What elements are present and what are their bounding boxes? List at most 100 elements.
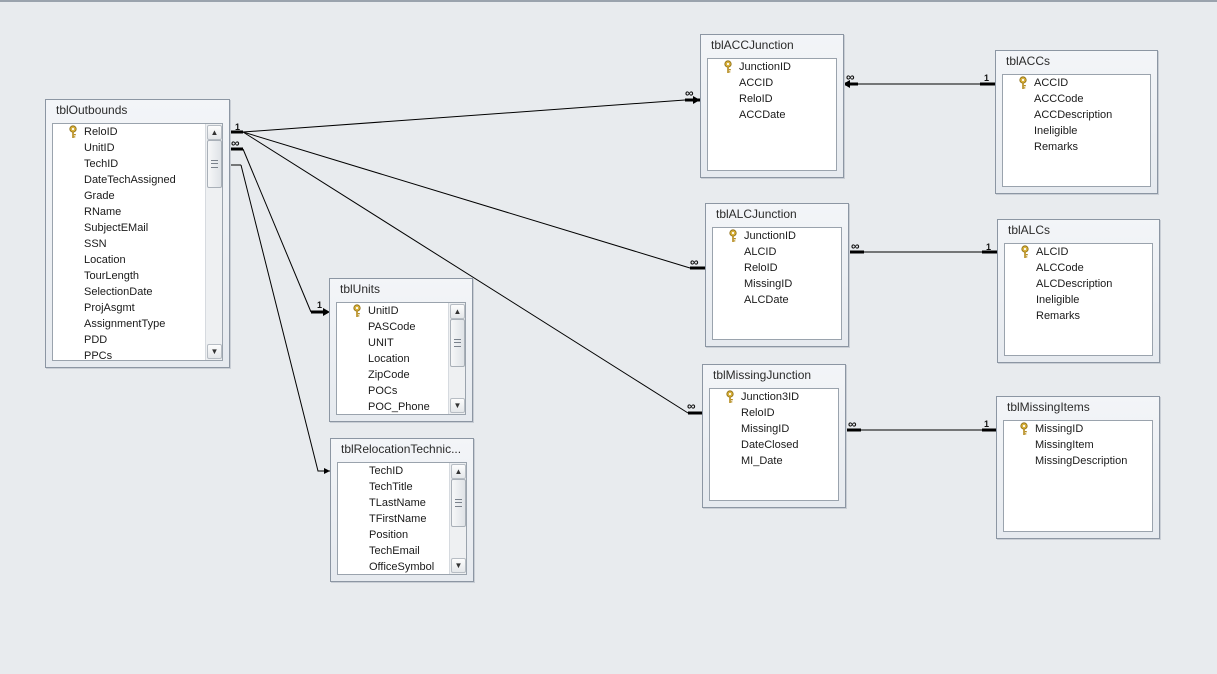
vertical-scrollbar[interactable]: ▲▼ (448, 303, 465, 414)
table-title[interactable]: tblMissingItems (1007, 400, 1090, 414)
field-item[interactable]: JunctionID (708, 59, 836, 75)
field-item[interactable]: DateTechAssigned (53, 172, 205, 188)
table-title[interactable]: tblALCs (1008, 223, 1051, 237)
field-item[interactable]: ACCDate (708, 107, 836, 123)
field-item[interactable]: Remarks (1003, 139, 1150, 155)
field-item[interactable]: UnitID (337, 303, 448, 319)
scroll-up-icon[interactable]: ▲ (451, 464, 466, 479)
scroll-up-icon[interactable]: ▲ (207, 125, 222, 140)
field-item[interactable]: Location (337, 351, 448, 367)
table-title[interactable]: tblUnits (340, 282, 381, 296)
field-item[interactable]: ALCDescription (1005, 276, 1152, 292)
field-item[interactable]: TechEmail (338, 543, 449, 559)
field-item[interactable]: MissingItem (1004, 437, 1152, 453)
cardinality-many-label: ∞ (231, 136, 240, 150)
table-title[interactable]: tblOutbounds (56, 103, 128, 117)
field-item[interactable]: UNIT (337, 335, 448, 351)
field-item[interactable]: MissingID (713, 276, 841, 292)
scroll-down-icon[interactable]: ▼ (451, 558, 466, 573)
field-item[interactable]: ReloID (710, 405, 838, 421)
field-item[interactable]: ZipCode (337, 367, 448, 383)
field-item[interactable]: PPCs (53, 348, 205, 360)
field-item[interactable]: Remarks (1005, 308, 1152, 324)
field-item[interactable]: Ineligible (1005, 292, 1152, 308)
field-item[interactable]: MissingID (1004, 421, 1152, 437)
field-item[interactable]: PDD (53, 332, 205, 348)
scroll-down-icon[interactable]: ▼ (207, 344, 222, 359)
field-item[interactable]: MissingDescription (1004, 453, 1152, 469)
field-item[interactable]: ACCCode (1003, 91, 1150, 107)
table-title[interactable]: tblALCJunction (716, 207, 797, 221)
field-name: ALCID (744, 246, 777, 258)
field-item[interactable]: MissingID (710, 421, 838, 437)
field-item[interactable]: TechID (53, 156, 205, 172)
field-item[interactable]: ReloID (708, 91, 836, 107)
field-item[interactable]: ALCID (713, 244, 841, 260)
field-item[interactable]: ACCID (1003, 75, 1150, 91)
table-title[interactable]: tblMissingJunction (713, 368, 812, 382)
scroll-thumb[interactable] (451, 479, 466, 527)
field-item[interactable]: UnitID (53, 140, 205, 156)
field-item[interactable]: ALCDate (713, 292, 841, 308)
field-item[interactable]: PASCode (337, 319, 448, 335)
field-item[interactable]: Position (338, 527, 449, 543)
field-item[interactable]: Junction3ID (710, 389, 838, 405)
field-item[interactable]: ACCDescription (1003, 107, 1150, 123)
field-item[interactable]: Ineligible (1003, 123, 1150, 139)
field-item[interactable]: SSN (53, 236, 205, 252)
field-item[interactable]: Location (53, 252, 205, 268)
field-item[interactable]: ALCCode (1005, 260, 1152, 276)
field-item[interactable]: POCs (337, 383, 448, 399)
field-item[interactable]: SelectionDate (53, 284, 205, 300)
field-item[interactable]: ReloID (713, 260, 841, 276)
table-title[interactable]: tblACCJunction (711, 38, 794, 52)
field-item[interactable]: ReloID (53, 124, 205, 140)
field-item[interactable]: TLastName (338, 495, 449, 511)
field-item[interactable]: ACCID (708, 75, 836, 91)
field-item[interactable]: JunctionID (713, 228, 841, 244)
field-item[interactable]: ALCID (1005, 244, 1152, 260)
field-item[interactable]: DateClosed (710, 437, 838, 453)
cardinality-one-label: 1 (986, 242, 992, 252)
field-item[interactable]: MI_Date (710, 453, 838, 469)
vertical-scrollbar[interactable]: ▲▼ (205, 124, 222, 360)
field-item[interactable]: SubjectEMail (53, 220, 205, 236)
field-item[interactable]: TechID (338, 463, 449, 479)
field-item[interactable]: TechTitle (338, 479, 449, 495)
scroll-thumb[interactable] (450, 319, 465, 367)
field-name: Grade (84, 190, 115, 202)
scroll-up-icon[interactable]: ▲ (450, 304, 465, 319)
scroll-thumb[interactable] (207, 140, 222, 188)
field-item[interactable]: TourLength (53, 268, 205, 284)
table-title[interactable]: tblACCs (1006, 54, 1051, 68)
table-title[interactable]: tblRelocationTechnic... (341, 442, 462, 456)
field-item[interactable]: POC_Phone (337, 399, 448, 414)
field-item[interactable]: AssignmentType (53, 316, 205, 332)
field-item[interactable]: TFirstName (338, 511, 449, 527)
field-item[interactable]: ProjAsgmt (53, 300, 205, 316)
vertical-scrollbar[interactable]: ▲▼ (449, 463, 466, 574)
field-item[interactable]: OfficeSymbol (338, 559, 449, 574)
field-item[interactable]: Grade (53, 188, 205, 204)
scroll-down-icon[interactable]: ▼ (450, 398, 465, 413)
field-item[interactable]: RName (53, 204, 205, 220)
